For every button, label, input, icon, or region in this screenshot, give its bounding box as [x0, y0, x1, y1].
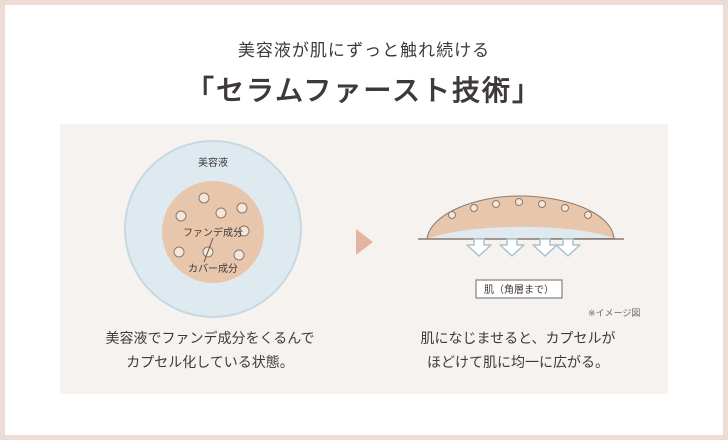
page-title: 「セラムファースト技術」: [185, 74, 543, 107]
left-caption-line2: カプセル化している状態。: [126, 355, 294, 371]
serum-layer: [427, 226, 614, 239]
spread-particles: [448, 198, 592, 219]
left-caption: 美容液でファンデ成分をくるんで カプセル化している状態。: [60, 327, 360, 375]
transition-arrow-icon: [356, 229, 373, 255]
subtitle: 美容液が肌にずっと触れ続ける: [237, 41, 491, 61]
left-caption-line1: 美容液でファンデ成分をくるんで: [105, 331, 315, 347]
right-caption-line1: 肌になじませると、カプセルが: [420, 331, 616, 347]
cover-label: カバー成分: [188, 263, 238, 275]
right-caption-line2: ほどけて肌に均一に広がる。: [427, 355, 609, 371]
cover-pointer-line: [203, 237, 214, 263]
skin-label-box: [475, 279, 563, 299]
skin-label: 肌（角層まで）: [484, 284, 554, 296]
foundation-label: ファンデ成分: [183, 226, 243, 239]
right-caption: 肌になじませると、カプセルが ほどけて肌に均一に広がる。: [368, 327, 668, 375]
image-note: ※イメージ図: [588, 309, 641, 319]
serum-label: 美容液: [198, 156, 228, 169]
penetration-arrows: [466, 238, 581, 257]
